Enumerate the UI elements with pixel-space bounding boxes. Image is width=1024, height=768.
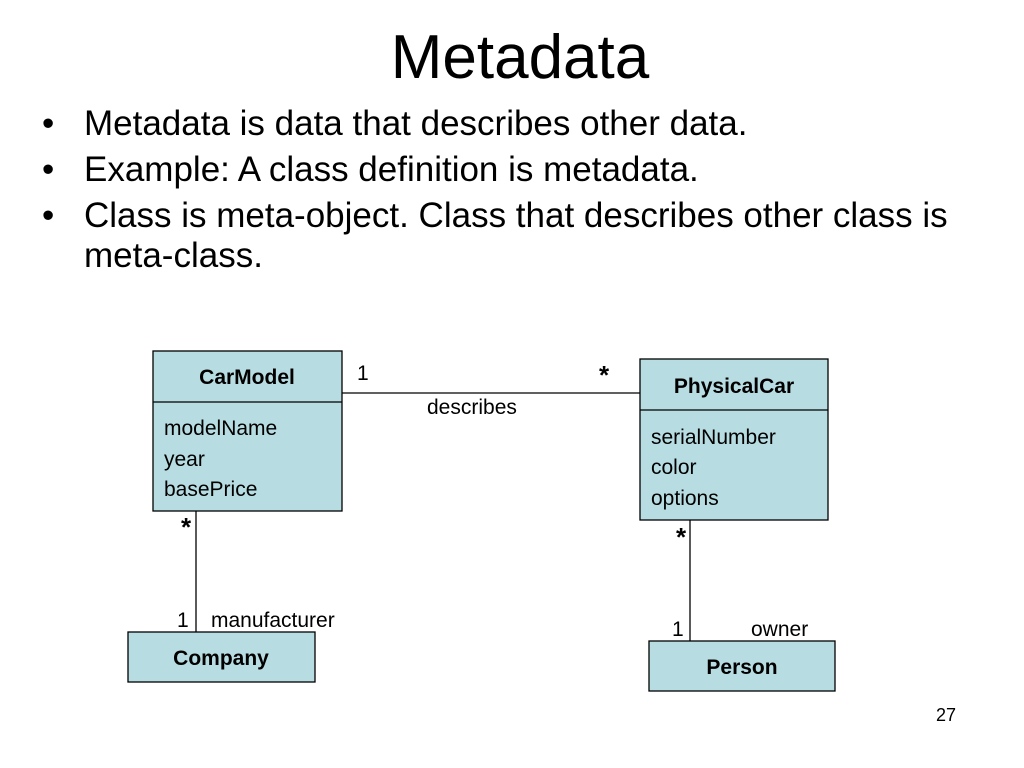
owner-multiplicity-target: 1	[672, 618, 684, 641]
owner-multiplicity-source: *	[676, 522, 687, 552]
owner-association-label: owner	[751, 618, 808, 641]
bullet-marker: •	[42, 150, 55, 189]
describes-multiplicity-source: 1	[357, 362, 369, 385]
class-carmodel: CarModel modelName year basePrice	[152, 350, 343, 512]
class-company: Company	[127, 631, 316, 683]
bullet-item: • Class is meta-object. Class that descr…	[42, 196, 1002, 276]
class-carmodel-box	[152, 350, 343, 512]
class-person-name: Person	[706, 656, 777, 679]
manufacturer-association-label: manufacturer	[211, 609, 335, 632]
class-physicalcar-attribute: serialNumber	[651, 426, 776, 449]
bullet-text: Class is meta-object. Class that describ…	[84, 196, 948, 275]
describes-association-label: describes	[427, 396, 517, 419]
bullet-item: • Example: A class definition is metadat…	[42, 150, 1002, 190]
bullet-text: Metadata is data that describes other da…	[84, 104, 748, 143]
class-company-name: Company	[173, 647, 269, 670]
bullet-text: Example: A class definition is metadata.	[84, 150, 699, 189]
page-number: 27	[936, 705, 957, 725]
slide-title: Metadata	[390, 23, 650, 92]
manufacturer-multiplicity-source: *	[181, 512, 192, 542]
class-carmodel-attribute: basePrice	[164, 478, 257, 501]
bullet-marker: •	[42, 104, 55, 143]
class-physicalcar-name: PhysicalCar	[674, 375, 794, 398]
bullet-list: • Metadata is data that describes other …	[42, 104, 1002, 282]
class-person-box	[648, 640, 836, 692]
class-physicalcar-attribute: color	[651, 456, 697, 479]
class-physicalcar: PhysicalCar serialNumber color options	[639, 358, 829, 521]
class-carmodel-name: CarModel	[199, 366, 295, 389]
class-person: Person	[648, 640, 836, 692]
class-carmodel-attribute: modelName	[164, 417, 277, 440]
class-physicalcar-box	[639, 358, 829, 521]
class-physicalcar-attribute: options	[651, 487, 719, 510]
manufacturer-multiplicity-target: 1	[177, 609, 189, 632]
bullet-item: • Metadata is data that describes other …	[42, 104, 1002, 144]
describes-multiplicity-target: *	[599, 360, 610, 390]
bullet-marker: •	[42, 196, 55, 235]
class-company-box	[127, 631, 316, 683]
class-carmodel-attribute: year	[164, 448, 205, 471]
